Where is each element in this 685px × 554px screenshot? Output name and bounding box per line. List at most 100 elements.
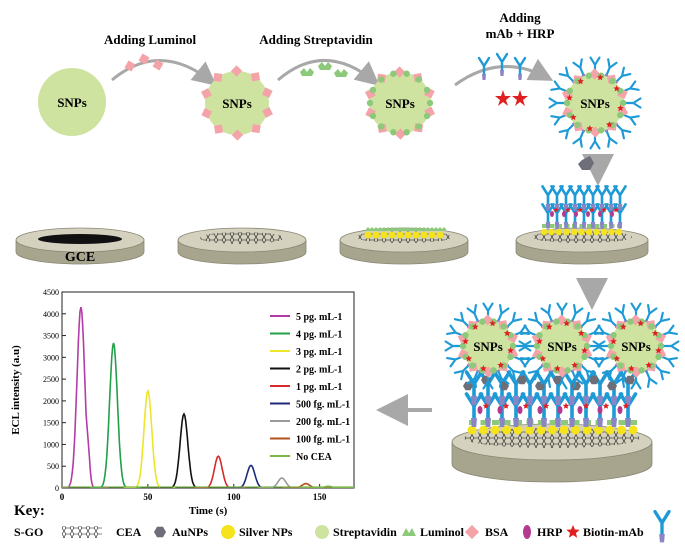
y-tick-label: 1500 [43,419,59,428]
streptavidin-icon [536,331,543,339]
streptavidin-icon [564,367,571,374]
step-mab-label-1: Adding [499,10,541,25]
luminol-icon [464,524,480,540]
streptavidin-icon [543,362,550,369]
y-tick-label: 4500 [43,288,59,297]
x-axis-label: Time (s) [189,505,228,517]
electrode-disc [177,227,307,265]
ecl-curve-6 [257,477,310,488]
key-label: AuNPs [172,525,208,539]
antibody-icon [550,203,564,229]
final-sensor-assembly: SNPs SNPs SNPs [444,302,680,483]
biotin-star-icon [536,337,543,345]
streptavidin-icon [415,76,422,83]
silver-np-icon [396,231,404,239]
key-label: Luminol [420,525,465,539]
biotin-star-icon [566,525,580,538]
biotin-star-icon [462,337,469,345]
legend-label: 2 pg. mL-1 [296,365,342,376]
streptavidin-icon [398,227,406,231]
streptavidin-icon [617,362,624,369]
snp-icon [315,525,329,539]
biotin-star-icon [577,329,585,337]
snp-label: SNPs [473,339,503,354]
y-tick-label: 3000 [43,353,59,362]
streptavidin-icon [430,227,438,231]
streptavidin-icon [657,342,665,350]
electrode-disc [339,227,469,265]
streptavidin-icon [585,72,592,79]
biotin-star-icon [542,402,550,409]
biotin-star-icon [586,125,594,132]
ecl-curve-5 [226,464,279,488]
legend-label: 1 pg. mL-1 [296,382,342,393]
antibody-icon [568,185,582,211]
silver-np-icon [420,231,428,239]
streptavidin-icon [479,318,486,325]
snp-core [205,71,269,135]
luminol-icon [262,107,273,118]
silver-np-icon [380,231,388,239]
biotin-star-icon [565,207,571,213]
streptavidin-icon [617,111,624,119]
legend-label: 5 pg. mL-1 [296,312,342,323]
snp-label: SNPs [621,339,651,354]
luminol-flakes [124,53,164,72]
streptavidin-icon [378,76,385,83]
snp-particle: SNPs [592,302,680,390]
ecl-curve-0 [62,307,109,488]
arrow-step-2 [277,59,380,86]
streptavidin-icon [563,99,571,107]
snp-label: SNPs [222,96,252,111]
biotin-star-icon [507,347,514,354]
biotin-star-icon [596,74,604,81]
x-tick-label: 0 [60,492,65,502]
streptavidin-icon [598,127,605,134]
y-tick-label: 2500 [43,375,59,384]
biotin-star-icon [613,355,621,362]
streptavidin-icon [619,99,627,107]
biotin-star-icon [465,355,473,362]
arrow-step-1 [111,59,217,86]
electrode-disc [15,227,145,265]
y-tick-label: 2000 [43,397,59,406]
antibody-icon [495,52,509,76]
silver-np-icon [412,231,420,239]
luminol-icon [251,124,261,134]
biotin-star-icon [645,361,652,368]
luminol-icon [231,129,244,141]
antibody-icon [513,56,527,80]
streptavidin-icon [627,318,634,325]
aunp-icon [607,381,617,391]
biotin-star-icon [566,94,573,101]
gce-label: GCE [65,250,95,265]
streptavidin-icon [469,362,476,369]
biotin-star-icon [554,365,561,372]
aunp-icon [625,375,635,385]
luminol-icon [261,87,273,99]
streptavidin-icon [617,87,624,95]
legend-label: 3 pg. mL-1 [296,347,342,358]
ecl-curve-7 [281,482,334,488]
y-tick-label: 4000 [43,310,59,319]
streptavidin-icon [610,331,617,339]
ecl-curve-2 [123,388,176,488]
legend-label: No CEA [296,452,333,463]
luminol-icon [201,88,212,99]
ecl-curves [62,307,354,488]
snp-particle: SNPs [364,66,436,140]
streptavidin-icon [490,367,497,374]
antibody-icon [520,370,540,405]
streptavidin-icon [566,87,573,95]
streptavidin-icon [607,342,615,350]
snp-label: SNPs [547,339,577,354]
biotin-star-icon [610,337,617,345]
graphene-icon [62,526,102,538]
biotin-star-icon [502,402,510,409]
electrode-disc [451,420,653,483]
biotin-star-icon [546,323,553,330]
streptavidin-icon [403,129,410,136]
biotin-star-icon [563,320,570,327]
biotin-star-icon [489,320,496,327]
